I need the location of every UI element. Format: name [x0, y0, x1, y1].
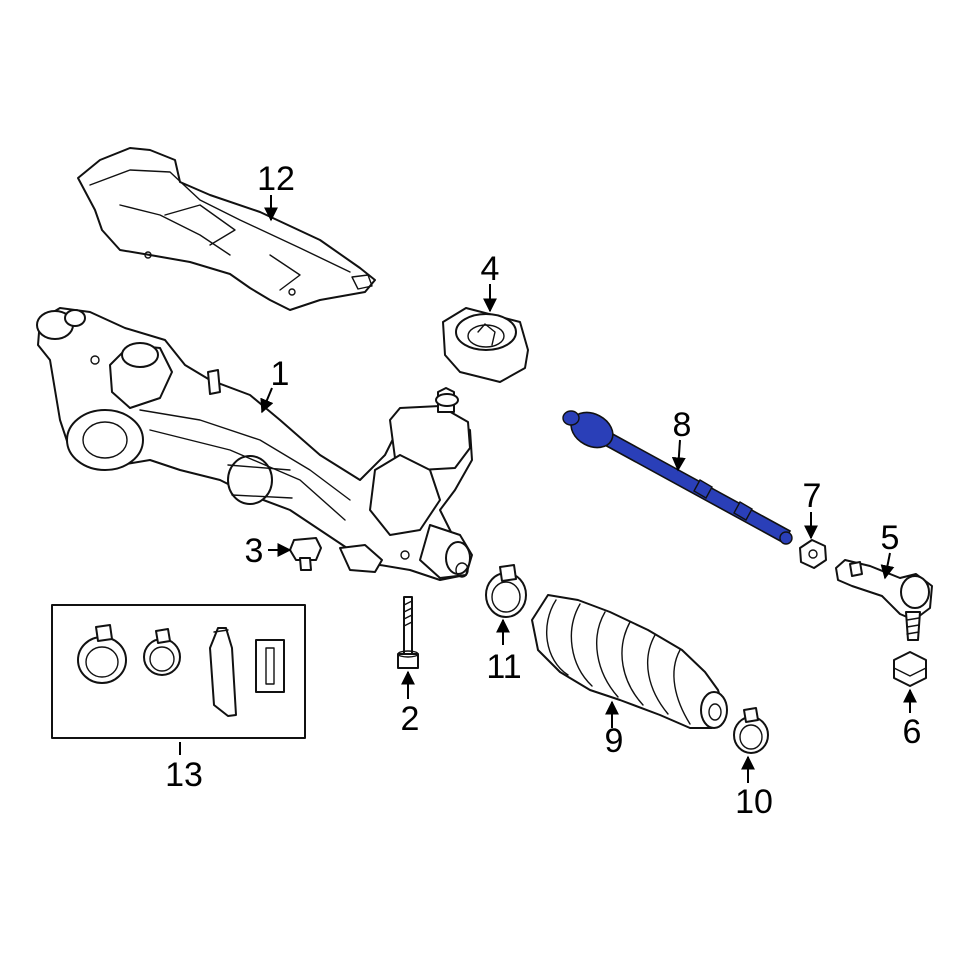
callout-11: 11: [486, 648, 521, 686]
boot-part-9[interactable]: [531, 594, 728, 729]
steering-gear-part-1[interactable]: [36, 307, 473, 581]
mount-bushing-part-4[interactable]: [442, 307, 529, 383]
bolt-part-3[interactable]: [289, 537, 322, 571]
heat-shield-part-12[interactable]: [77, 147, 376, 311]
callout-2: 2: [401, 700, 420, 738]
callout-arrows: [179, 195, 917, 783]
callout-7: 7: [803, 477, 822, 515]
callout-10: 10: [735, 783, 773, 821]
clamp-part-11[interactable]: [485, 564, 527, 618]
callout-6: 6: [903, 713, 922, 751]
inner-tie-rod-part-8[interactable]: [562, 406, 793, 545]
nut-part-6[interactable]: [893, 651, 927, 687]
clamp-part-10[interactable]: [733, 707, 769, 754]
bolt-part-2[interactable]: [397, 596, 419, 669]
callout-12: 12: [257, 160, 295, 198]
outer-tie-rod-end-part-5[interactable]: [835, 559, 933, 641]
callout-5: 5: [881, 519, 900, 557]
callout-13: 13: [165, 756, 203, 794]
callout-4: 4: [481, 250, 500, 288]
callout-3: 3: [245, 532, 264, 570]
repair-kit-part-13[interactable]: [51, 604, 306, 739]
callout-9: 9: [605, 722, 624, 760]
callout-labels: 12 4 1 8 7 5 3 2 11 9 10 6 13: [165, 160, 921, 821]
callout-1: 1: [271, 355, 290, 393]
callout-8: 8: [673, 406, 692, 444]
jam-nut-part-7[interactable]: [799, 539, 827, 569]
